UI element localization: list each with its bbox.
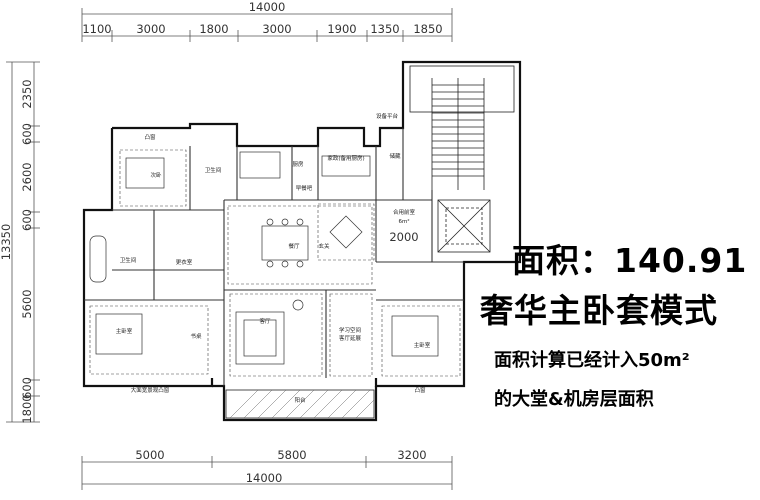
room-elevator-hall-area: 6m²	[398, 218, 409, 225]
room-bedroom-3: 主卧室	[414, 341, 431, 349]
room-bathroom-2: 卫生间	[120, 256, 137, 264]
dim-top-seg-4: 3000	[262, 22, 291, 36]
room-equipment-platform: 设备平台	[376, 112, 399, 120]
room-household-kitchen: 家政(备用厨房)	[327, 154, 364, 162]
note-line-1: 面积计算已经计入50m²	[494, 350, 690, 371]
dim-left-seg-7: 1800	[20, 394, 34, 423]
area-value: 140.91	[614, 241, 748, 280]
room-study-nook: 书桌	[190, 332, 202, 340]
room-bay-window-se: 凸窗	[414, 386, 426, 394]
dim-top-seg-5: 1900	[327, 22, 356, 36]
room-dining: 餐厅	[288, 242, 300, 250]
room-living: 客厅	[259, 317, 271, 325]
dim-bottom-seg-1: 5000	[135, 448, 164, 462]
dim-top-seg-6: 1350	[370, 22, 399, 36]
dim-top-seg-7: 1850	[413, 22, 442, 36]
dim-left-total: 13350	[0, 224, 13, 261]
room-kitchen: 厨房	[292, 160, 304, 168]
dim-bottom-seg-3: 3200	[397, 448, 426, 462]
exterior-walls	[82, 60, 522, 422]
room-elevator-hall: 合用前室	[393, 208, 416, 216]
room-breakfast: 早餐吧	[296, 184, 313, 192]
room-bathroom-1: 卫生间	[205, 166, 222, 174]
dim-left-seg-1: 2350	[20, 79, 34, 108]
room-study-sub: 客厅延展	[339, 334, 362, 342]
room-bay-window-master: 大面宽景观凸窗	[131, 386, 170, 394]
bottom-dimension-lines	[81, 456, 453, 490]
room-balcony: 阳台	[294, 396, 306, 404]
area-label: 面积：	[512, 241, 614, 280]
top-dimension-lines	[81, 8, 453, 42]
dim-left-seg-5: 5600	[20, 289, 34, 318]
dim-top-seg-3: 1800	[199, 22, 228, 36]
dim-left-seg-6: 600	[20, 377, 34, 399]
dim-top-seg-2: 3000	[136, 22, 165, 36]
room-balcony-nw: 凸窗	[144, 133, 156, 141]
dim-bottom-total: 14000	[246, 471, 283, 485]
stair-core	[409, 65, 515, 253]
balcony-hatch	[225, 389, 375, 419]
note-line-2: 的大堂&机房层面积	[494, 389, 654, 410]
dim-top-seg-1: 1100	[82, 22, 111, 36]
room-cloakroom: 更衣室	[176, 258, 193, 266]
furniture	[89, 151, 439, 365]
dashed-zones	[89, 149, 461, 377]
dim-left-seg-2: 600	[20, 123, 34, 145]
area-heading: 面积：140.91	[512, 234, 747, 282]
room-master-bedroom: 主卧室	[116, 327, 133, 335]
interior-walls	[84, 128, 464, 386]
dim-inner-label: 2000	[389, 230, 418, 244]
dim-left-seg-3: 2600	[20, 162, 34, 191]
room-partition: 玄关	[318, 242, 330, 250]
dim-bottom-seg-2: 5800	[277, 448, 306, 462]
dim-left-seg-4: 600	[20, 209, 34, 231]
room-study: 学习空间	[339, 326, 361, 334]
mode-heading: 奢华主卧套模式	[480, 291, 718, 330]
room-second-bedroom: 次卧	[150, 171, 162, 179]
dim-top-total: 14000	[249, 0, 286, 14]
room-laundry: 储藏	[389, 152, 401, 160]
left-dimension-lines	[6, 61, 40, 423]
